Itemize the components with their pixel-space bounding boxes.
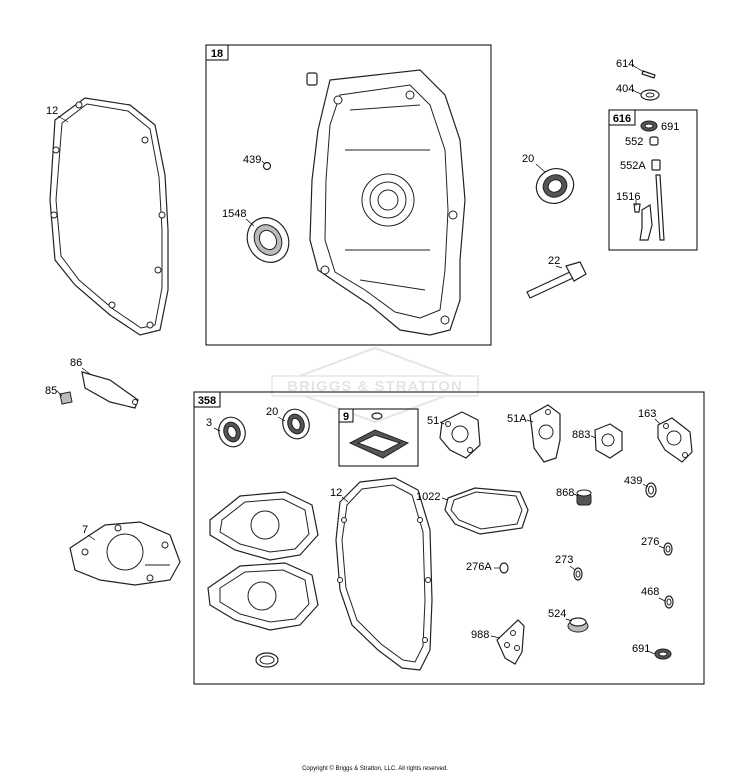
label-22: 22 (548, 255, 560, 267)
label-524: 524 (548, 608, 566, 620)
washer-404[interactable] (640, 89, 660, 101)
washer-439-top[interactable] (262, 161, 272, 171)
box-18-label: 18 (211, 48, 223, 60)
label-86: 86 (70, 357, 82, 369)
label-1548: 1548 (222, 208, 246, 220)
washer-439-kit[interactable] (645, 482, 657, 498)
bolt-22[interactable] (526, 261, 587, 299)
head-gasket-7[interactable] (69, 521, 181, 586)
watermark-text: BRIGGS & STRATTON (287, 378, 463, 395)
gasket-163[interactable] (657, 417, 693, 463)
seal-691-kit[interactable] (654, 648, 672, 660)
label-439-top: 439 (243, 154, 261, 166)
label-404: 404 (616, 83, 634, 95)
seal-20-kit[interactable] (279, 405, 314, 442)
label-276A: 276A (466, 561, 492, 573)
label-691-kit: 691 (632, 643, 650, 655)
seal-3[interactable] (215, 413, 250, 450)
gasket-12-kit[interactable] (335, 477, 433, 671)
crankcase-cover[interactable] (306, 69, 466, 336)
gasket-51A[interactable] (529, 404, 561, 463)
label-3: 3 (206, 417, 212, 429)
brand-watermark: BRIGGS & STRATTON (271, 346, 479, 424)
label-1516: 1516 (616, 191, 640, 203)
box-18: 18 (205, 44, 492, 346)
gasket-51[interactable] (439, 411, 481, 459)
label-439-kit: 439 (624, 475, 642, 487)
label-988: 988 (471, 629, 489, 641)
label-20-kit: 20 (266, 406, 278, 418)
washer-276[interactable] (663, 542, 673, 556)
washer-273[interactable] (573, 567, 583, 581)
part-552[interactable] (649, 136, 659, 146)
valve-gasket-lower[interactable] (207, 562, 319, 631)
label-7: 7 (82, 524, 88, 536)
screw-614[interactable] (641, 70, 656, 79)
label-614: 614 (616, 58, 634, 70)
gasket-9-frame[interactable] (348, 412, 410, 459)
gasket-883[interactable] (594, 423, 623, 459)
label-1022: 1022 (416, 491, 440, 503)
cover-86[interactable] (81, 371, 139, 409)
dowel-pin[interactable] (306, 72, 318, 86)
leader-lines (56, 64, 666, 655)
copyright-text: Copyright © Briggs & Stratton, LLC. All … (302, 766, 448, 772)
seal-691-top[interactable] (640, 120, 658, 132)
governor-shaft[interactable] (633, 174, 665, 241)
label-868: 868 (556, 487, 574, 499)
label-273: 273 (555, 554, 573, 566)
label-276: 276 (641, 536, 659, 548)
box-9: 9 (338, 408, 419, 467)
gasket-12-top[interactable] (49, 97, 169, 336)
bearing-1548[interactable] (239, 210, 297, 270)
box-358-label: 358 (198, 395, 216, 407)
box-616-label: 616 (613, 113, 631, 125)
label-12-kit: 12 (330, 487, 342, 499)
seal-20-top[interactable] (531, 163, 580, 210)
label-51A: 51A (507, 413, 527, 425)
washer-468[interactable] (664, 595, 674, 609)
part-552A[interactable] (651, 159, 661, 171)
label-20-top: 20 (522, 153, 534, 165)
label-691-top: 691 (661, 121, 679, 133)
plate-988[interactable] (496, 619, 525, 665)
washer-276A[interactable] (499, 562, 509, 574)
box-616: 616 (608, 109, 698, 251)
label-12-top: 12 (46, 105, 58, 117)
cap-524[interactable] (567, 617, 589, 633)
ring-seal-bottom[interactable] (255, 652, 279, 668)
oring-1022[interactable] (444, 487, 529, 535)
plug-85[interactable] (59, 391, 73, 405)
seal-868[interactable] (576, 489, 592, 506)
box-9-label: 9 (343, 411, 349, 423)
valve-gasket-upper[interactable] (209, 491, 319, 561)
box-358: 358 (193, 391, 705, 685)
label-85: 85 (45, 385, 57, 397)
label-51: 51 (427, 415, 439, 427)
label-552A: 552A (620, 160, 646, 172)
label-883: 883 (572, 429, 590, 441)
label-163: 163 (638, 408, 656, 420)
label-468: 468 (641, 586, 659, 598)
label-552: 552 (625, 136, 643, 148)
